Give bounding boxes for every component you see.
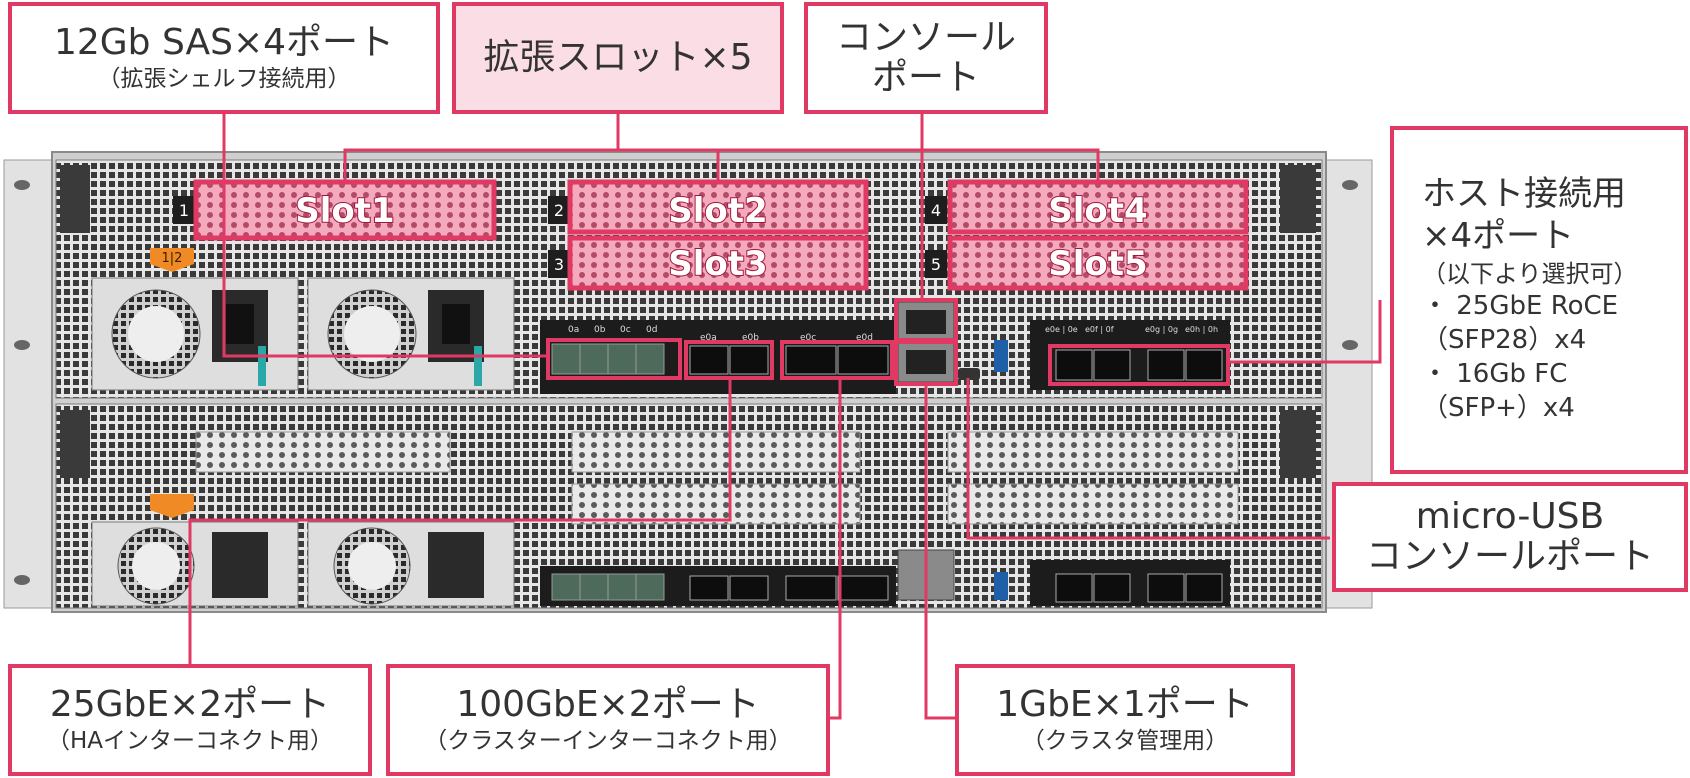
highlighted-ports (546, 298, 1230, 386)
cluster-ports-subtitle: （クラスターインターコネクト用） (424, 728, 792, 755)
expansion-leader-slot1 (343, 114, 620, 182)
port-label-e0b: e0b (742, 333, 759, 343)
slot1-label: Slot1 (295, 191, 394, 231)
slot2-label: Slot2 (668, 191, 767, 231)
host-leader (1230, 300, 1382, 364)
slot4-highlight (947, 179, 1249, 235)
host-ports-option-2: ・ 16Gb FC (1422, 359, 1568, 390)
host-ports-highlight (1048, 344, 1230, 386)
port-label-e0a: e0a (700, 333, 717, 343)
slot-b5 (947, 483, 1239, 525)
rack-ear-left (3, 159, 53, 609)
ha-ports-title: 25GbE×2ポート (49, 683, 331, 725)
slot-b2 (571, 431, 861, 473)
slot3-highlight (567, 235, 869, 291)
micro-usb-line2: コンソールポート (1365, 536, 1654, 577)
sas-leader (222, 114, 548, 358)
ha-leader (188, 378, 732, 665)
mgmt-leader (924, 384, 955, 720)
host-ports-option-1: ・ 25GbE RoCE (1422, 291, 1619, 322)
host-ports-line2: ×4ポート (1422, 215, 1575, 256)
port-label-e0h: e0h | 0h (1185, 325, 1218, 334)
leader-lines (188, 114, 1382, 720)
sas-ports-highlight (546, 338, 682, 380)
micro-usb-port (958, 368, 980, 380)
slot-number-3: 3 (554, 255, 564, 274)
sas-ports-title: 12Gb SAS×4ポート (53, 21, 395, 63)
host-ports-option-2-detail: （SFP+）x4 (1422, 392, 1575, 423)
cluster-leader (830, 378, 842, 720)
slot-b4 (947, 431, 1239, 473)
psu-b2 (307, 521, 515, 607)
port-label-0a: 0a (568, 325, 579, 335)
ha-ports-subtitle: （HAインターコネクト用） (46, 728, 334, 755)
slot3-label: Slot3 (668, 244, 767, 284)
mgmt-port-title: 1GbE×1ポート (996, 683, 1254, 725)
expansion-leader-slot4 (718, 148, 1100, 182)
psu-badge: 1|2 (162, 251, 183, 266)
slot-number-2: 2 (554, 201, 564, 220)
controller-b (55, 403, 1323, 609)
psu-a2 (307, 277, 515, 391)
sas-ports-callout: 12Gb SAS×4ポート （拡張シェルフ接続用） (8, 2, 440, 114)
cluster-ports-highlight (780, 340, 894, 380)
host-ports-line1: ホスト接続用 (1422, 174, 1626, 215)
slot-number-5: 5 (931, 255, 941, 274)
port-label-0c: 0c (620, 325, 631, 335)
psu-b1 (91, 521, 299, 607)
port-label-e0d: e0d (856, 333, 873, 343)
sas-ports-subtitle: （拡張シェルフ接続用） (97, 66, 351, 93)
slot-number-1: 1 (179, 201, 189, 220)
console-port-line2: ポート (871, 57, 980, 98)
slot5-label: Slot5 (1048, 244, 1147, 284)
mgmt-port-callout: 1GbE×1ポート （クラスタ管理用） (955, 664, 1295, 776)
port-label-e0g: e0g | 0g (1145, 325, 1178, 334)
host-ports-subtitle: （以下より選択可） (1422, 260, 1638, 289)
slot-number-4: 4 (931, 201, 941, 220)
mgmt-port-subtitle: （クラスタ管理用） (1021, 728, 1229, 755)
host-ports-option-1-detail: （SFP28）x4 (1422, 325, 1587, 356)
slot-b1 (195, 431, 451, 473)
micro-usb-line1: micro-USB (1415, 495, 1605, 537)
expansion-slots-title: 拡張スロット×5 (483, 36, 753, 78)
usb-port (994, 340, 1008, 372)
micro-usb-callout: micro-USB コンソールポート (1332, 482, 1688, 592)
psu-a1 (91, 277, 299, 391)
slot-b3 (571, 483, 861, 525)
port-label-0d: 0d (646, 325, 657, 335)
port-label-e0e: e0e | 0e (1045, 325, 1078, 334)
cluster-ports-title: 100GbE×2ポート (456, 683, 760, 725)
port-label-e0c: e0c (800, 333, 816, 343)
slot4-label: Slot4 (1048, 191, 1147, 231)
slot5-highlight (947, 235, 1249, 291)
port-label-e0f: e0f | 0f (1085, 325, 1114, 334)
highlighted-slots: Slot1 Slot2 Slot3 Slot4 Slot5 (193, 179, 1249, 291)
cluster-ports-callout: 100GbE×2ポート （クラスターインターコネクト用） (386, 664, 830, 776)
expansion-slots-callout: 拡張スロット×5 (452, 2, 784, 114)
micro-usb-leader (966, 378, 1330, 540)
slot1-highlight (193, 179, 497, 241)
console-port-line1: コンソール (835, 16, 1016, 58)
host-ports-callout: ホスト接続用 ×4ポート （以下より選択可） ・ 25GbE RoCE （SFP… (1390, 126, 1688, 474)
ha-ports-callout: 25GbE×2ポート （HAインターコネクト用） (8, 664, 372, 776)
console-port-callout: コンソール ポート (804, 2, 1048, 114)
port-label-0b: 0b (594, 325, 606, 335)
